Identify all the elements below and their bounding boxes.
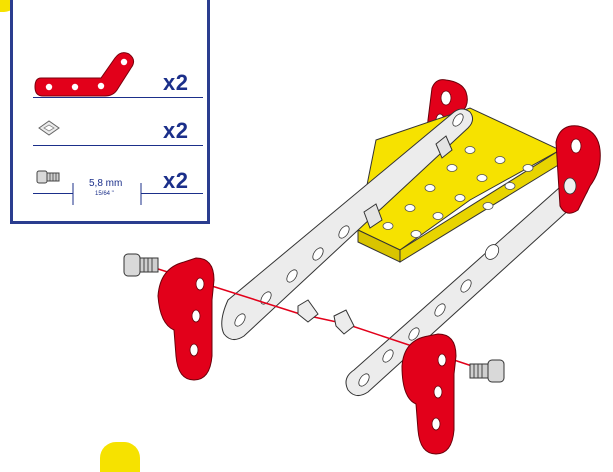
- instruction-page: x2 x2 x2 5,8 mm 15/64 ": [0, 0, 613, 459]
- left-screw: [124, 254, 158, 276]
- front-right-bracket: [402, 334, 456, 454]
- right-screw: [470, 360, 504, 382]
- loose-nut: [298, 300, 354, 334]
- rear-right-bracket: [556, 126, 600, 213]
- next-step-badge: [100, 442, 140, 472]
- assembly-illustration: [0, 0, 613, 459]
- front-left-bracket: [158, 258, 214, 380]
